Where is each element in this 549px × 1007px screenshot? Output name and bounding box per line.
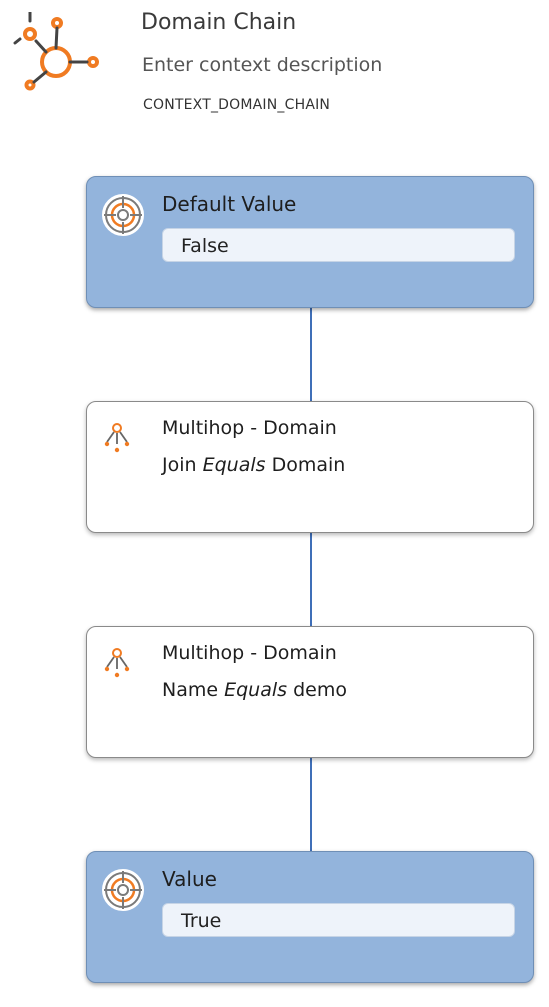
target-icon — [102, 869, 144, 911]
connector-line — [310, 308, 312, 401]
multihop-icon — [104, 423, 130, 453]
rule-operand: Domain — [271, 454, 346, 476]
multihop-rule-node[interactable]: Multihop - Domain Name Equals demo — [86, 626, 534, 758]
value-node[interactable]: Value True — [86, 851, 534, 983]
rule-operator: Equals — [202, 454, 266, 476]
rule-expression: Name Equals demo — [162, 679, 347, 701]
context-code: CONTEXT_DOMAIN_CHAIN — [143, 97, 331, 113]
context-title[interactable]: Domain Chain — [141, 10, 297, 35]
connector-line — [310, 533, 312, 626]
value-text: True — [181, 910, 222, 932]
connector-line — [310, 758, 312, 851]
rule-field: Join — [162, 454, 197, 476]
node-label: Value — [162, 867, 217, 891]
rule-expression: Join Equals Domain — [162, 454, 345, 476]
context-description-field[interactable]: Enter context description — [142, 54, 383, 76]
multihop-rule-node[interactable]: Multihop - Domain Join Equals Domain — [86, 401, 534, 533]
value-field[interactable]: True — [162, 903, 515, 937]
multihop-icon — [104, 648, 130, 678]
rule-operator: Equals — [224, 679, 288, 701]
default-value-node[interactable]: Default Value False — [86, 176, 534, 308]
default-value-text: False — [181, 235, 229, 257]
rule-title: Multihop - Domain — [162, 417, 337, 439]
node-label: Default Value — [162, 192, 297, 216]
rule-field: Name — [162, 679, 219, 701]
rule-operand: demo — [293, 679, 347, 701]
rule-title: Multihop - Domain — [162, 642, 337, 664]
target-icon — [102, 194, 144, 236]
default-value-field[interactable]: False — [162, 228, 515, 262]
domain-chain-icon — [13, 12, 99, 91]
